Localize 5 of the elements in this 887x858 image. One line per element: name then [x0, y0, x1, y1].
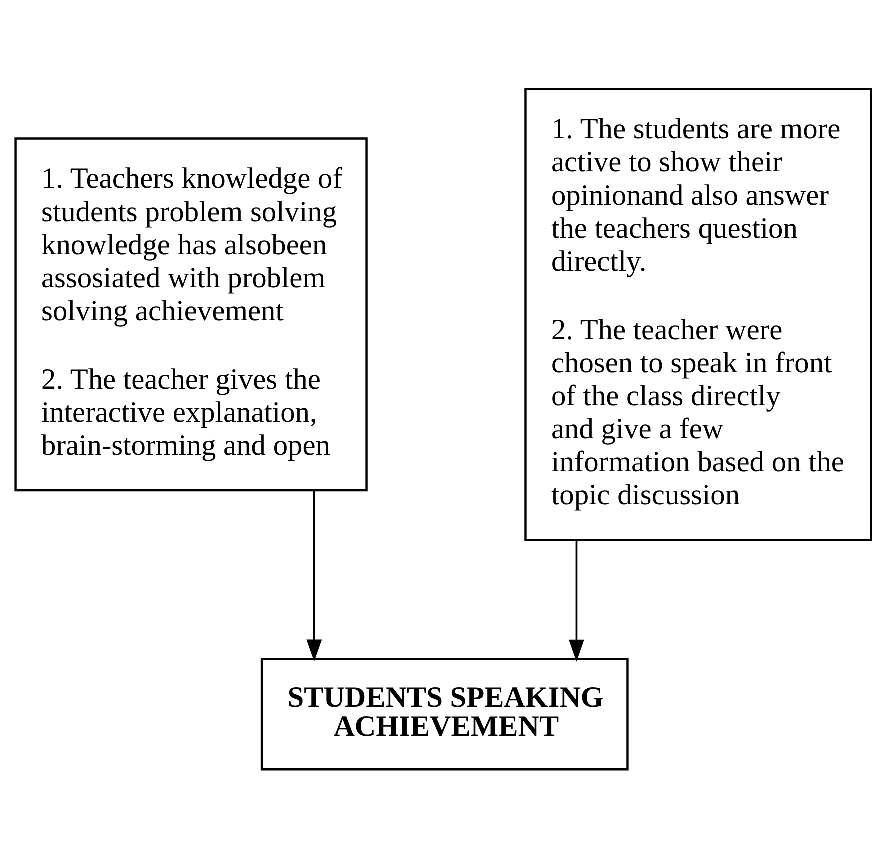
node-box: STUDENTS SPEAKING ACHIEVEMENT: [260, 658, 629, 770]
arrow: [306, 490, 322, 662]
arrow: [569, 540, 584, 662]
node-box: 1. The students are more active to show their opinionand also answer the teachers question directly. 2. The teacher were chosen to speak in front of the class directly and give a few information based on the topic discussion: [524, 88, 872, 541]
node-box: 1. Teachers knowledge of students problem solving knowledge has alsobeen assosiated with problem solving achievement 2. The teacher gives the interactive explanation, brain-storming and open: [14, 137, 368, 492]
